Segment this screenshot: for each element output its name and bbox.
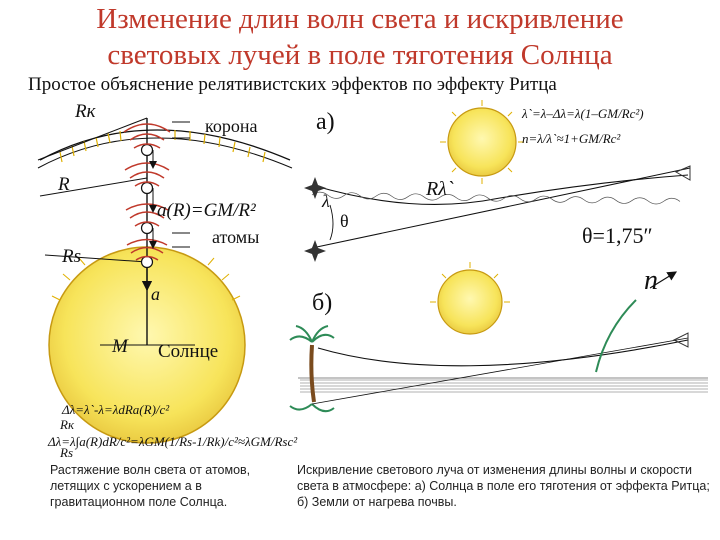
label-theta: θ (340, 211, 349, 231)
corona-ticks (59, 130, 266, 163)
sun-small-b-rays (430, 262, 510, 303)
radius-Rs-line (44, 254, 148, 263)
star-real (304, 240, 326, 262)
right-diagram-a: а) λ`=λ–Δλ=λ(1–GM/Rc²) n=λ/λ`≈1+GM/Rc² R… (304, 100, 691, 262)
label-sun: Солнце (158, 341, 218, 362)
caption-right: Искривление светового луча от изменения … (297, 463, 710, 509)
corona-arc-outer (39, 129, 291, 161)
radius-R-line (39, 177, 148, 197)
curved-ray-a (311, 174, 689, 205)
label-lambda: λ (321, 191, 330, 211)
atom-4 (140, 255, 154, 269)
observer-eye-b (672, 332, 689, 348)
refraction-gradient (595, 299, 637, 373)
radius-Rk-line (37, 117, 148, 161)
label-R-lambda: Rλ` (425, 178, 454, 200)
palm-reflection (289, 403, 335, 413)
label-acceleration: a(R)=GM/R² (157, 200, 256, 221)
page-subtitle: Простое объяснение релятивистских эффект… (28, 74, 557, 95)
star-apparent (304, 177, 326, 199)
integral-upper: Rк (59, 417, 75, 432)
curved-ray-b (317, 339, 689, 367)
sun-small-b (437, 269, 503, 335)
label-n: n (644, 265, 658, 296)
sun-small-a (447, 107, 517, 177)
formula-n: n=λ/λ`≈1+GM/Rc² (522, 131, 621, 146)
observer-eye-a (674, 165, 691, 181)
formula-delta-lambda-2: Δλ=λ∫a(R)dR/c²=λGM(1/Rs-1/Rk)/c²≈λGM/Rsc… (47, 434, 298, 450)
wavelength-markers (172, 121, 190, 248)
n-arrow (649, 271, 678, 289)
label-M: M (111, 336, 129, 357)
label-a: a (151, 284, 160, 304)
caption-left: Растяжение волн света от атомов, летящих… (50, 463, 251, 509)
integral-lower: Rs (59, 445, 73, 460)
label-corona: корона (205, 116, 257, 136)
label-Rk: Rк (74, 101, 97, 122)
stars-a (304, 177, 326, 262)
page-title-line2: световых лучей в поле тяготения Солнца (107, 39, 613, 71)
label-theta-value: θ=1,75″ (582, 223, 653, 248)
label-R: R (57, 174, 70, 195)
sun-rays (51, 257, 241, 301)
atoms (140, 143, 154, 269)
emission-waves (123, 123, 171, 261)
label-Rs: Rs (61, 246, 81, 267)
straight-ray-b (311, 337, 689, 405)
label-atoms: атомы (212, 227, 259, 247)
label-a-part: а) (316, 109, 335, 135)
straight-ray (311, 167, 691, 249)
formula-delta-lambda-1: Δλ=λ`-λ=λdRa(R)/c² (61, 402, 170, 417)
right-diagram-b: б) n (289, 262, 708, 413)
atom-1 (140, 143, 154, 157)
ground-hatch (300, 379, 708, 393)
corona-arc-inner (37, 137, 293, 169)
sun-small-a-rays (440, 100, 524, 184)
atom-2 (140, 181, 154, 195)
page-title-line1: Изменение длин волн света и искривление (96, 3, 624, 35)
wave-a (311, 191, 681, 205)
formula-lambda-prime: λ`=λ–Δλ=λ(1–GM/Rc²) (521, 106, 644, 121)
label-b-part: б) (312, 290, 332, 316)
palm-tree (289, 325, 335, 413)
atom-3 (140, 221, 154, 235)
left-diagram: Rк корона R a(R)=GM/R² атомы Rs a M Солн… (37, 101, 298, 460)
